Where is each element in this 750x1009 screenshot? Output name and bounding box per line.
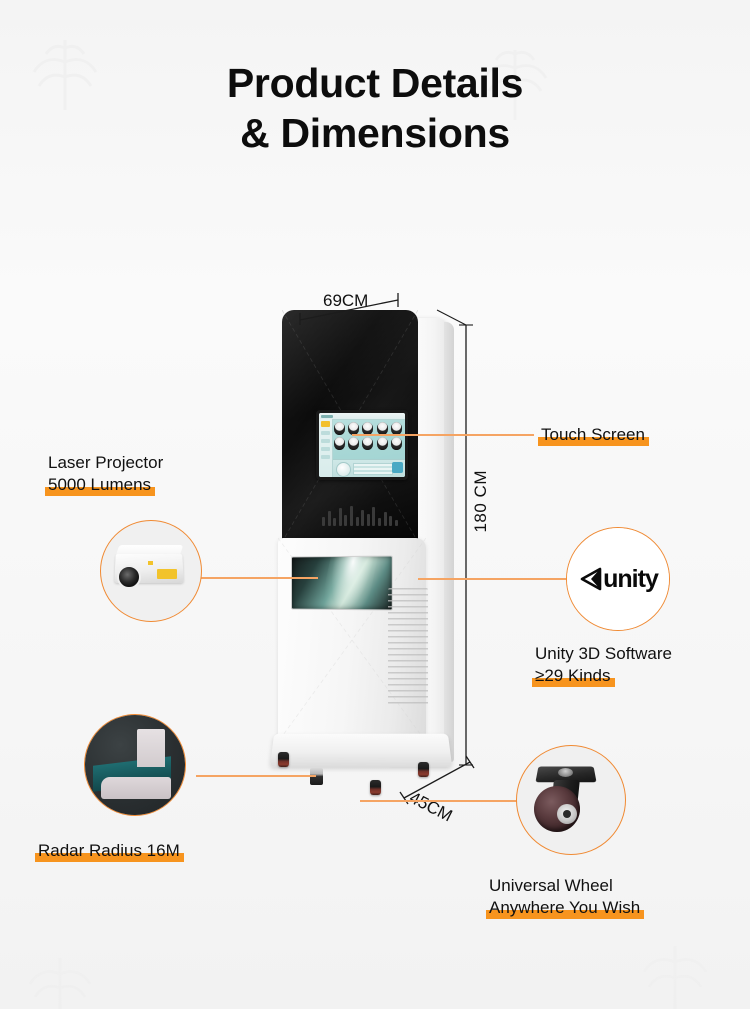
screen-avatar-item	[390, 422, 402, 435]
screen-avatar-grid	[334, 422, 404, 450]
screen-sidebar-button	[321, 447, 330, 451]
title-line-1: Product Details	[226, 60, 524, 106]
caster-wheel	[418, 762, 429, 777]
title-line-2: & Dimensions	[240, 110, 510, 157]
radar-horizontal-bracket	[101, 777, 171, 799]
callout-radar-image	[84, 714, 186, 816]
connector-wheel	[360, 800, 520, 802]
unity-logo: unity	[567, 528, 669, 630]
screen-sidebar	[319, 419, 333, 477]
kiosk-side-edge	[444, 322, 454, 762]
callout-touch-screen-text: Touch Screen	[538, 425, 649, 446]
projector-indicator	[148, 561, 153, 565]
callout-wheel-line2: Anywhere You Wish	[485, 897, 645, 919]
connector-laser-projector	[200, 577, 318, 579]
screen-avatar-item	[334, 422, 345, 435]
callout-laser-projector-line2: 5000 Lumens	[44, 474, 156, 496]
touch-screen-display[interactable]	[319, 413, 405, 477]
callout-unity-line2: ≥29 Kinds	[532, 665, 614, 687]
screen-topbar	[319, 413, 405, 420]
screen-bottom-bar	[333, 459, 405, 477]
screen-avatar-item	[348, 437, 360, 450]
caster-swivel-hub	[558, 768, 573, 777]
kiosk-speaker-grille	[322, 504, 398, 526]
screen-topbar-title	[321, 414, 333, 418]
projector-lens-icon	[117, 565, 141, 589]
projection-window	[291, 555, 393, 611]
screen-text-panel	[353, 463, 393, 475]
screen-action-button	[392, 462, 403, 473]
unity-cube-icon	[580, 567, 602, 591]
callout-unity-label: Unity 3D Software ≥29 Kinds	[532, 643, 672, 687]
callout-radar-label: Radar Radius 16M	[35, 840, 184, 862]
connector-unity	[418, 578, 566, 580]
callout-touch-screen-label: Touch Screen	[538, 424, 649, 446]
screen-avatar-item	[376, 422, 388, 435]
screen-avatar-item	[362, 437, 374, 450]
callout-unity-image: unity	[566, 527, 670, 631]
kiosk-product-illustration	[268, 300, 488, 810]
caster-wheel	[370, 780, 381, 795]
caster-wheel	[278, 752, 289, 767]
screen-preview-circle	[336, 462, 351, 477]
callout-wheel-label: Universal Wheel Anywhere You Wish	[485, 875, 645, 919]
caster-axle	[563, 810, 571, 818]
callout-wheel-line1: Universal Wheel	[489, 876, 613, 895]
projector-light-beam	[318, 555, 379, 611]
watermark-leaf-bottom-left	[10, 930, 110, 1009]
kiosk-side-vents	[388, 588, 428, 708]
screen-avatar-item	[390, 437, 402, 450]
callout-radar-line1: Radar Radius 16M	[35, 841, 184, 862]
watermark-leaf-bottom-right	[620, 920, 730, 1009]
adjustable-foot	[310, 768, 323, 785]
callout-laser-projector-line1: Laser Projector	[48, 453, 164, 472]
unity-logo-text: unity	[603, 564, 659, 593]
callout-unity-line1: Unity 3D Software	[535, 644, 672, 663]
radar-vertical-bracket	[137, 729, 165, 767]
screen-sidebar-button	[321, 455, 330, 459]
screen-avatar-item	[376, 437, 388, 450]
screen-sidebar-button	[321, 431, 330, 435]
screen-sidebar-logo	[321, 421, 330, 427]
screen-avatar-item	[348, 422, 360, 435]
touch-screen-bezel	[316, 410, 408, 480]
connector-touch-screen	[352, 434, 534, 436]
screen-sidebar-button	[321, 439, 330, 443]
callout-laser-projector-label: Laser Projector 5000 Lumens	[44, 452, 164, 496]
callout-laser-projector-image	[100, 520, 202, 622]
kiosk-head-panel	[282, 310, 418, 542]
projector-label-sticker	[157, 569, 177, 579]
callout-wheel-image	[516, 745, 626, 855]
connector-radar	[196, 775, 316, 777]
screen-avatar-item	[362, 422, 374, 435]
page-title: Product Details & Dimensions	[0, 58, 750, 159]
screen-avatar-item	[334, 437, 345, 450]
